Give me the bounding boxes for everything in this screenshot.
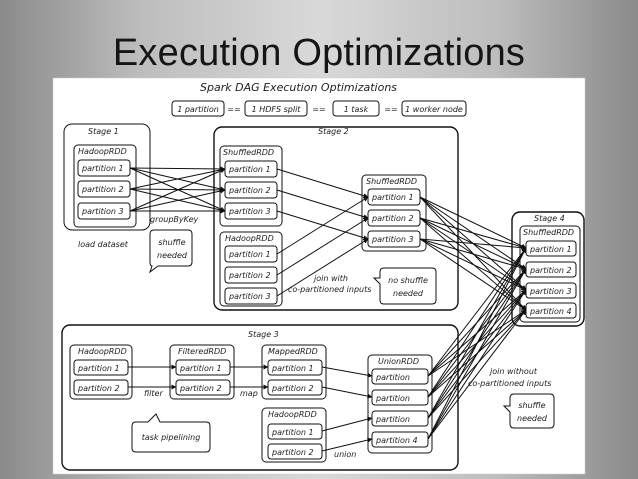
- join-with-label: join with: [313, 274, 348, 283]
- task-pipelining-bubble: task pipelining: [131, 413, 211, 453]
- partition-label: partition 2: [77, 384, 120, 393]
- partition-label: partition 1: [271, 428, 314, 437]
- rdd-name: FilteredRDD: [178, 347, 226, 356]
- pipeline-arrows: [128, 364, 373, 452]
- partition-label: partition 1: [81, 164, 124, 173]
- shuffled-rdd-stage4: ShuffledRDD partition 1 partition 2 part…: [519, 225, 581, 323]
- partition-label: partition 1: [371, 193, 414, 202]
- legend-eq-3: ==: [384, 105, 397, 114]
- shuffle-arrows-groupbykey: [129, 166, 226, 214]
- legend-partition: 1 partition: [177, 105, 219, 114]
- rdd-name: HadoopRDD: [225, 234, 274, 243]
- hadoop-rdd-stage2: HadoopRDD partition 1 partition 2 partit…: [219, 231, 283, 307]
- partition-label: partition: [375, 394, 410, 403]
- no-shuffle-needed-bubble: no shuffle needed: [372, 267, 437, 305]
- partition-label: partition 2: [529, 266, 572, 275]
- bubble-line: needed: [157, 251, 188, 260]
- slide-title: Execution Optimizations: [112, 32, 526, 74]
- stage-3-label: Stage 3: [248, 330, 279, 339]
- partition-label: partition 3: [228, 292, 271, 301]
- join-arrows-copartitioned: [276, 168, 369, 297]
- partition-label: partition 4: [375, 436, 418, 445]
- partition-label: partition 3: [81, 207, 124, 216]
- partition-label: partition 2: [371, 214, 414, 223]
- diagram-title: Spark DAG Execution Optimizations: [200, 81, 397, 94]
- rdd-name: ShuffledRDD: [523, 228, 574, 237]
- co-partitioned-label: co-partitioned inputs: [288, 285, 371, 294]
- stage-1-label: Stage 1: [88, 127, 119, 136]
- partition-label: partition 1: [179, 364, 222, 373]
- rdd-name: MappedRDD: [268, 347, 318, 356]
- partition-label: partition 2: [271, 448, 314, 457]
- group-by-key-label: groupByKey: [150, 215, 199, 224]
- legend-eq-1: ==: [227, 105, 240, 114]
- stage-2-box: [213, 126, 459, 311]
- partition-label: partition 2: [179, 384, 222, 393]
- shuffle-needed-bubble-1: shuffle needed: [149, 229, 193, 274]
- join-arrows-no-copartition: [419, 196, 527, 440]
- bubble-line: needed: [393, 289, 424, 298]
- partition-label: partition 4: [529, 307, 572, 316]
- rdd-name: HadoopRDD: [78, 147, 127, 156]
- legend-hdfs-split: 1 HDFS split: [252, 105, 302, 114]
- shuffled-rdd-stage2: ShuffledRDD partition 1 partition 2 part…: [219, 145, 283, 227]
- rdd-name: HadoopRDD: [268, 410, 317, 419]
- partition-label: partition 1: [271, 364, 314, 373]
- legend-eq-2: ==: [312, 105, 325, 114]
- partition-label: partition 1: [529, 245, 572, 254]
- legend-task: 1 task: [344, 105, 369, 114]
- hadoop-rdd-stage3: HadoopRDD partition 1 partition 2: [69, 344, 133, 400]
- filter-label: filter: [144, 389, 163, 398]
- legend-worker: 1 worker node: [405, 105, 463, 114]
- partition-label: partition 2: [81, 185, 124, 194]
- rdd-name: ShuffledRDD: [223, 148, 274, 157]
- partition-label: partition 1: [228, 165, 271, 174]
- partition-label: partition 3: [371, 235, 414, 244]
- stage-4-label: Stage 4: [534, 214, 565, 223]
- bubble-line: needed: [517, 414, 548, 423]
- union-label: union: [334, 450, 356, 459]
- hadoop-rdd-stage1: HadoopRDD partition 1 partition 2 partit…: [73, 144, 137, 228]
- partition-label: partition: [375, 415, 410, 424]
- bubble-line: shuffle: [518, 401, 545, 410]
- partition-label: partition: [375, 373, 410, 382]
- filtered-rdd: FilteredRDD partition 1 partition 2: [169, 344, 235, 400]
- shuffle-needed-bubble-2: shuffle needed: [502, 393, 555, 429]
- shuffled-rdd-mid: ShuffledRDD partition 1 partition 2 part…: [361, 174, 427, 252]
- hadoop-rdd-stage3b: HadoopRDD partition 1 partition 2: [261, 407, 327, 463]
- union-rdd: UnionRDD partition partition partition p…: [367, 354, 433, 454]
- rdd-name: HadoopRDD: [78, 347, 127, 356]
- legend: 1 partition == 1 HDFS split == 1 task ==…: [171, 100, 467, 117]
- bubble-line: shuffle: [158, 238, 185, 247]
- stage-2-label: Stage 2: [318, 127, 349, 136]
- co-partitioned-label-2: co-partitioned inputs: [468, 379, 551, 388]
- load-dataset-label: load dataset: [78, 240, 129, 249]
- partition-label: partition 2: [228, 186, 271, 195]
- partition-label: partition 3: [529, 287, 572, 296]
- join-without-label: join without: [489, 367, 538, 376]
- partition-label: partition 1: [77, 364, 120, 373]
- partition-label: partition 2: [271, 384, 314, 393]
- map-label: map: [240, 389, 258, 398]
- stage-3-box: [61, 324, 459, 471]
- partition-label: partition 1: [228, 250, 271, 259]
- mapped-rdd: MappedRDD partition 1 partition 2: [261, 344, 327, 400]
- rdd-name: UnionRDD: [378, 357, 419, 366]
- rdd-name: ShuffledRDD: [366, 177, 417, 186]
- bubble-line: task pipelining: [142, 433, 201, 442]
- partition-label: partition 2: [228, 271, 271, 280]
- partition-label: partition 3: [228, 207, 271, 216]
- bubble-line: no shuffle: [388, 276, 428, 285]
